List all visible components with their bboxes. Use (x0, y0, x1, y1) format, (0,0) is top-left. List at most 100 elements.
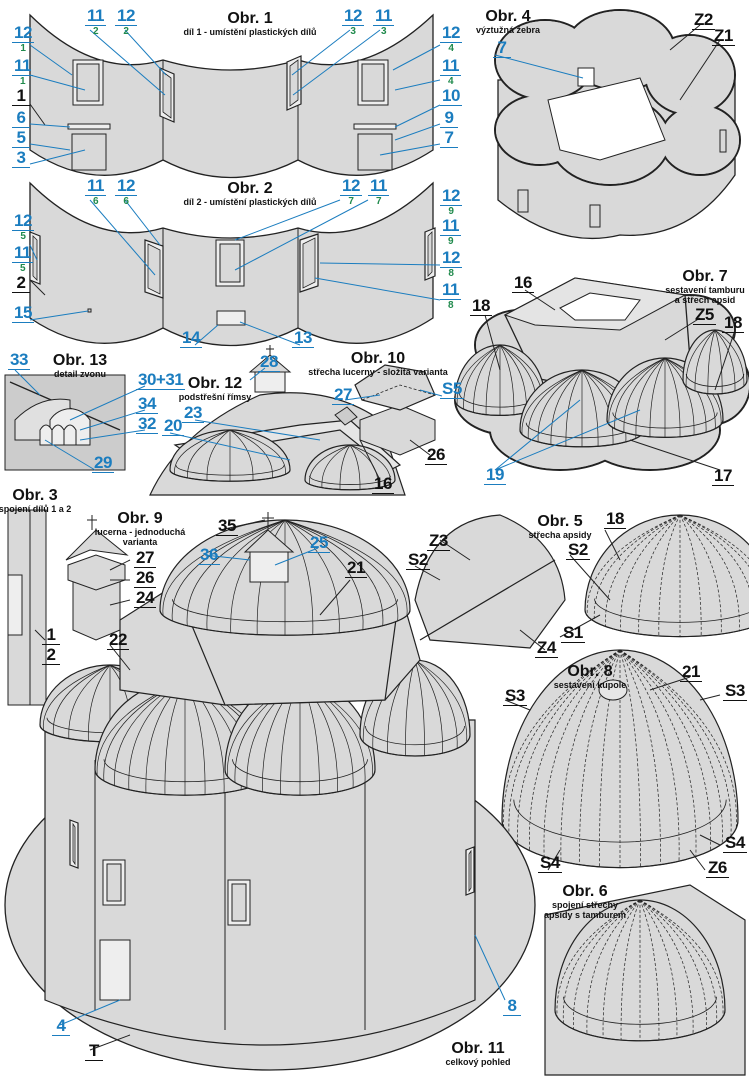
obr4-callout-z2: Z2 (692, 11, 715, 30)
part-number: 4 (52, 1017, 70, 1036)
obr6-drawing (544, 884, 746, 1076)
part-subnumber: 7 (348, 196, 354, 207)
part-number: 10 (440, 86, 462, 106)
part-number: 28 (258, 352, 280, 372)
part-number: 12 (440, 23, 462, 43)
dome-rib (639, 899, 718, 1024)
leader-line (79, 429, 146, 441)
window-pane (162, 71, 172, 119)
leader-line (494, 399, 581, 471)
leader-line (109, 559, 131, 571)
window (465, 846, 475, 896)
part-number: S3 (503, 686, 527, 706)
part-number: 1 (12, 87, 30, 106)
obr1-subtitle: díl 1 - umístění plastických dílů (183, 27, 317, 37)
obr9-callout-26: 26 (134, 569, 156, 588)
dome-rib (679, 514, 749, 568)
obr1-callout-9: 9 (440, 109, 458, 128)
dome-rib (206, 429, 231, 481)
part-number: 13 (292, 328, 314, 348)
dome-rib (349, 444, 361, 490)
obr3-drawing (7, 509, 47, 706)
dome-rib (620, 514, 681, 631)
obr12-drawing (149, 345, 406, 496)
window (102, 859, 126, 906)
window (517, 189, 529, 213)
part-subnumber: 1 (19, 76, 26, 87)
window-pane (468, 849, 472, 893)
dome-rib (187, 429, 231, 478)
window (215, 239, 245, 287)
dome-band (685, 373, 745, 387)
leader-line (394, 79, 441, 91)
part-subnumber: 6 (92, 196, 99, 207)
dome-rib (68, 664, 111, 739)
leader-line (89, 199, 156, 276)
part-number: 21 (345, 558, 367, 578)
part-subnumber: 9 (448, 206, 454, 217)
obr10-title: Obr. 10 (350, 350, 406, 367)
dome-rib (284, 519, 399, 621)
obr8-callout-s3: S3 (723, 682, 747, 701)
dome-rib (619, 649, 723, 844)
part-number: 27 (134, 548, 156, 568)
leader-line (44, 439, 96, 471)
part-number: 25 (308, 533, 330, 553)
leader-line (344, 394, 381, 401)
blob-fill (646, 36, 734, 114)
dome-rib (573, 899, 641, 1030)
window (286, 55, 302, 111)
obr1-callout-6: 6 (12, 109, 30, 128)
part-number: 8 (503, 997, 521, 1016)
obr8-drawing (501, 649, 739, 869)
part-number: 34 (136, 394, 158, 414)
lantern-roof-27 (65, 529, 129, 561)
fold-line (419, 559, 556, 641)
obr3-callout-1: 1 (42, 626, 60, 645)
leader-line (439, 539, 471, 561)
part-number: 14 (180, 328, 202, 348)
obr11-callout-4: 4 (52, 1017, 70, 1036)
window-pane (106, 863, 122, 902)
part-number: 33 (8, 350, 30, 370)
obr6-subtitle: apsidy s tamburem (543, 910, 627, 920)
dome-rib (602, 899, 641, 1038)
apse-dome (169, 429, 291, 482)
obr11-drawing (4, 512, 536, 1071)
obr8-title: Obr. 8 (567, 663, 613, 680)
obr9-callout-21: 21 (345, 558, 367, 578)
dome-rib (456, 344, 501, 405)
part-number: 30+31 (136, 370, 186, 390)
dome-rib (707, 329, 716, 394)
dome-rib (608, 357, 666, 425)
part-subnumber: 2 (92, 26, 99, 37)
dome-rib (605, 514, 681, 627)
leader-line (29, 123, 71, 128)
dome-rib (88, 664, 111, 741)
leader-line (319, 262, 441, 266)
window (357, 59, 389, 106)
part-number: Z4 (535, 638, 558, 658)
obr5-callout-z3: Z3 (427, 532, 450, 551)
obr13-callout-29: 29 (92, 454, 114, 473)
part-number: 18 (722, 313, 744, 333)
dome-rib (714, 329, 736, 391)
leader-line (194, 419, 321, 441)
part-number: 9 (440, 109, 458, 128)
window-pane (361, 63, 385, 102)
obr9-callout-36: 36 (198, 546, 220, 565)
obr5-callout-18: 18 (604, 510, 626, 529)
part-number: T (85, 1042, 103, 1061)
part-subnumber: 6 (123, 196, 129, 207)
leader-line (29, 244, 38, 261)
